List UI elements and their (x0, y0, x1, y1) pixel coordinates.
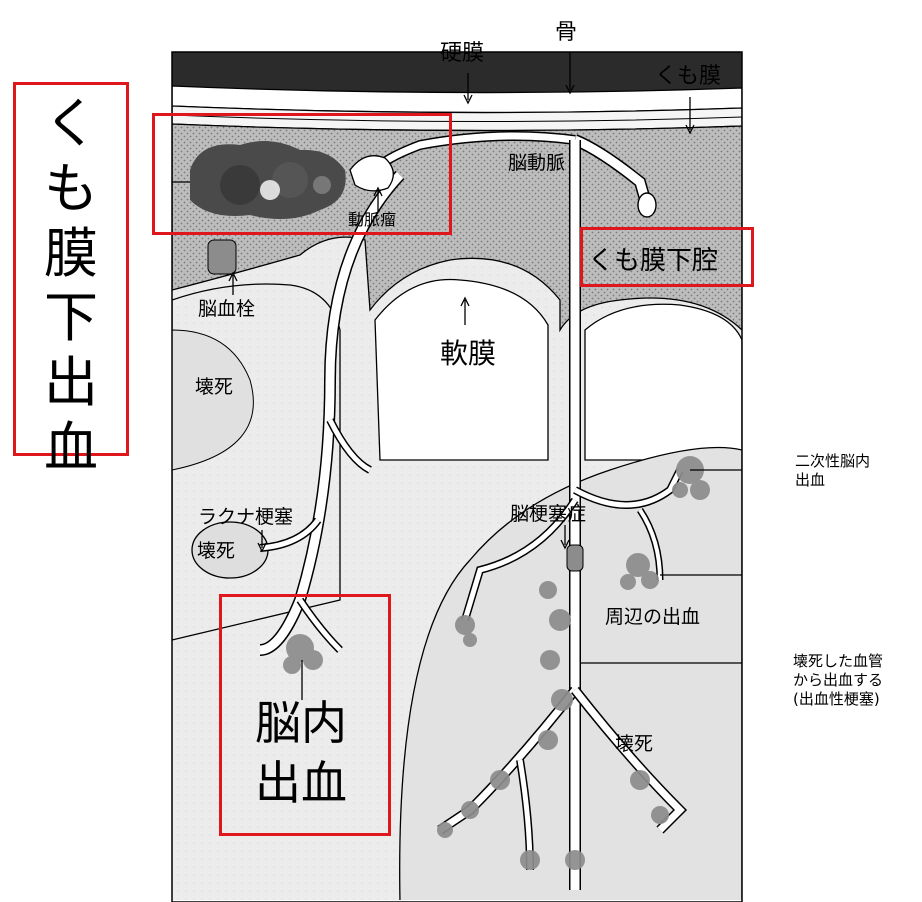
label-bone: 骨 (555, 20, 578, 45)
label-necrosis-left: 壊死 (195, 376, 234, 398)
sah-char-1: く (44, 92, 98, 155)
sah-char-2: も (44, 156, 98, 220)
highlight-box-intracerebral-hemorrhage (219, 594, 391, 836)
label-dura: 硬膜 (440, 41, 485, 66)
note-hemorrhagic-infarct: 壊死した血管 から出血する (出血性梗塞) (793, 652, 883, 708)
gyrus-right (584, 303, 742, 461)
leader-lines (172, 52, 742, 700)
sah-char-3: 膜 (44, 221, 98, 285)
note-hemorrhagic-line-2: から出血する (793, 670, 884, 689)
label-peripheral-bleeding: 周辺の出血 (605, 606, 701, 628)
sah-bleed (190, 141, 394, 219)
title-subarachnoid-hemorrhage: く も 膜 下 出 血 (13, 92, 129, 481)
note-hemorrhagic-line-1: 壊死した血管 (793, 652, 884, 670)
sah-char-5: 出 (44, 351, 98, 415)
note-hemorrhagic-line-3: (出血性梗塞) (793, 689, 880, 708)
left-necrosis (172, 329, 254, 471)
label-subarachnoid-space: くも膜下腔 (588, 246, 719, 276)
skull-layer (172, 52, 742, 93)
highlight-box-subarachnoid-hemorrhage (13, 82, 129, 456)
arterial-clot (566, 544, 584, 572)
title-intracerebral-line-1: 脳内 (255, 696, 347, 750)
highlight-box-subarachnoid-space (580, 227, 754, 287)
embolus-mark (207, 239, 237, 275)
highlight-box-aneurysm (152, 113, 452, 235)
label-embolus: 脳血栓 (198, 298, 256, 320)
label-pia: 軟膜 (440, 337, 497, 370)
label-cerebral-infarction: 脳梗塞症 (510, 503, 587, 525)
label-necrosis-small: 壊死 (197, 540, 236, 562)
label-necrosis-right: 壊死 (615, 733, 654, 755)
sah-char-4: 下 (44, 286, 98, 350)
note-secondary-line-2: 出血 (795, 470, 826, 489)
label-arachnoid: くも膜 (655, 64, 722, 89)
figure-frame (171, 51, 743, 902)
note-secondary-hemorrhage: 二次性脳内 出血 (795, 452, 870, 490)
label-aneurysm: 動脈瘤 (348, 210, 397, 229)
title-intracerebral-line-2: 出血 (255, 756, 347, 810)
arachnoid-line (172, 114, 742, 123)
label-lacunar-infarct: ラクナ梗塞 (198, 506, 294, 528)
sah-char-6: 血 (44, 415, 98, 479)
note-secondary-line-1: 二次性脳内 (795, 452, 871, 470)
gyrus-center (374, 278, 549, 461)
label-cerebral-artery: 脳動脈 (508, 152, 566, 174)
